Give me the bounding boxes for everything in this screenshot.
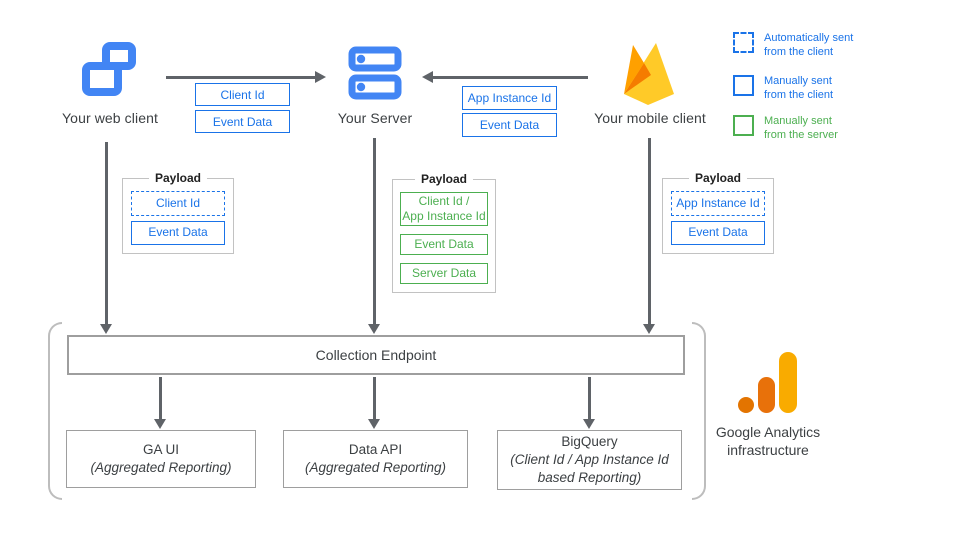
arrowhead-down xyxy=(583,419,595,429)
payload-mobile: Payload App Instance Id Event Data xyxy=(662,171,774,254)
payload-title: Payload xyxy=(148,171,208,185)
ga-logo-dot xyxy=(738,397,754,413)
arrow-line xyxy=(373,138,376,325)
output-subtitle: (Aggregated Reporting) xyxy=(90,460,232,475)
arrow-web-to-endpoint xyxy=(100,142,113,334)
arrow-mobile-to-server xyxy=(422,71,588,83)
payload-item: Server Data xyxy=(400,263,488,284)
arrowhead-down xyxy=(368,324,380,334)
output-box-bigquery: BigQuery (Client Id / App Instance Id ba… xyxy=(497,430,682,490)
payload-title: Payload xyxy=(414,172,474,186)
arrowhead-down xyxy=(368,419,380,429)
arrowhead-down xyxy=(154,419,166,429)
arrowhead-down xyxy=(643,324,655,334)
legend-item-manual-client: Manually sent from the client xyxy=(733,75,833,103)
mobile-client-label: Your mobile client xyxy=(594,110,706,126)
arrow-endpoint-to-data-api xyxy=(368,377,381,429)
infrastructure-bracket-left xyxy=(48,322,62,500)
arrow-line xyxy=(373,377,376,420)
arrow-line xyxy=(432,76,588,79)
payload-title: Payload xyxy=(688,171,748,185)
arrowhead-right xyxy=(315,71,326,83)
payload-item: Event Data xyxy=(671,220,765,245)
param-box-client-id: Client Id xyxy=(195,83,290,106)
web-client-label: Your web client xyxy=(62,110,158,126)
arrow-endpoint-to-ga-ui xyxy=(154,377,167,429)
firebase-icon xyxy=(624,43,674,105)
ga-logo-tall-bar xyxy=(779,352,797,413)
output-title: Data API xyxy=(348,441,403,457)
payload-item: Event Data xyxy=(131,220,225,245)
arrow-line xyxy=(166,76,316,79)
param-box-app-instance-id: App Instance Id xyxy=(462,86,557,110)
output-box-data-api: Data API (Aggregated Reporting) xyxy=(283,430,468,488)
payload-web: Payload Client Id Event Data xyxy=(122,171,234,254)
arrow-line xyxy=(588,377,591,420)
output-subtitle: (Aggregated Reporting) xyxy=(304,460,447,475)
server-label: Your Server xyxy=(337,110,413,126)
legend-item-auto-client: Automatically sent from the client xyxy=(733,32,853,60)
server-icon xyxy=(348,46,402,100)
arrow-server-to-endpoint xyxy=(368,138,381,334)
payload-item: App Instance Id xyxy=(671,191,765,216)
param-box-event-data-web: Event Data xyxy=(195,110,290,133)
legend-item-label: Manually sent from the client xyxy=(764,75,834,102)
ga-infrastructure-label: Google Analytics infrastructure xyxy=(715,424,821,458)
ga-logo-mid-bar xyxy=(758,377,775,413)
output-box-ga-ui: GA UI (Aggregated Reporting) xyxy=(66,430,256,488)
arrow-mobile-to-endpoint xyxy=(643,138,656,334)
output-title: BigQuery xyxy=(561,433,618,449)
payload-item: Event Data xyxy=(400,234,488,256)
arrowhead-down xyxy=(100,324,112,334)
output-subtitle: (Client Id / App Instance Id based Repor… xyxy=(510,451,669,486)
arrow-endpoint-to-bigquery xyxy=(583,377,596,429)
payload-item: Client Id xyxy=(131,191,225,216)
legend-item-manual-server: Manually sent from the server xyxy=(733,115,838,143)
arrowhead-left xyxy=(422,71,433,83)
payload-server: Payload Client Id / App Instance Id Even… xyxy=(392,172,496,293)
param-box-event-data-mobile: Event Data xyxy=(462,113,557,137)
arrow-line xyxy=(105,142,108,325)
infrastructure-bracket-right xyxy=(692,322,706,500)
payload-item: Client Id / App Instance Id xyxy=(400,192,488,227)
legend-swatch-solid-green-icon xyxy=(733,115,754,136)
output-title: GA UI xyxy=(142,441,179,457)
legend-item-label: Automatically sent from the client xyxy=(764,32,854,59)
collection-endpoint-box: Collection Endpoint xyxy=(67,335,685,375)
arrow-line xyxy=(159,377,162,420)
legend-item-label: Manually sent from the server xyxy=(764,115,838,142)
web-client-icon xyxy=(82,42,136,96)
arrow-web-to-server xyxy=(166,71,326,83)
arrow-line xyxy=(648,138,651,325)
legend-swatch-solid-blue-icon xyxy=(733,75,754,96)
legend-swatch-dashed-blue-icon xyxy=(733,32,754,53)
